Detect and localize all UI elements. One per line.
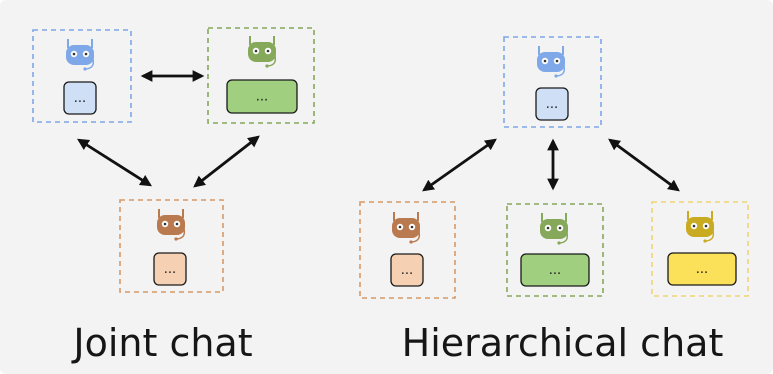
yellow-agent-frame (651, 201, 749, 297)
message-box (63, 81, 97, 115)
message-ellipsis: ... (256, 90, 268, 105)
blue-agent-frame (503, 36, 602, 128)
robot-icon (66, 39, 95, 71)
robot-icon (537, 46, 566, 78)
robot-icon (392, 212, 421, 244)
agent-h-yellow: ... (651, 201, 749, 297)
blue-agent-frame (32, 29, 132, 123)
agent-j-green: ... (207, 27, 315, 124)
robot-icon (157, 209, 186, 241)
message-ellipsis: ... (74, 91, 86, 106)
robot-icon (686, 211, 715, 243)
green-agent-frame (207, 27, 315, 124)
message-box (535, 87, 569, 121)
agent-j-blue: ... (32, 29, 132, 123)
agent-j-orange: ... (119, 199, 224, 293)
message-ellipsis: ... (696, 262, 708, 277)
arrow-hub-orange (422, 138, 497, 192)
agent-h-blue: ... (503, 36, 602, 128)
message-box (390, 253, 424, 287)
green-agent-frame (506, 203, 604, 297)
joint-chat-caption: Joint chat (73, 321, 253, 365)
message-ellipsis: ... (164, 262, 176, 277)
agent-h-green: ... (506, 203, 604, 297)
message-box (520, 253, 590, 287)
message-box (153, 252, 187, 286)
arrow-blue-orange (77, 138, 152, 187)
orange-agent-frame (119, 199, 224, 293)
message-ellipsis: ... (549, 263, 561, 278)
arrow-hub-yellow (608, 138, 680, 192)
hierarchical-chat-caption: Hierarchical chat (401, 321, 724, 365)
orange-agent-frame (359, 201, 456, 299)
message-box (667, 252, 737, 286)
message-ellipsis: ... (401, 263, 413, 278)
arrow-green-orange (193, 135, 260, 188)
agent-h-orange: ... (359, 201, 456, 299)
message-ellipsis: ... (546, 97, 558, 112)
robot-icon (540, 213, 569, 245)
message-box (226, 79, 298, 114)
robot-icon (248, 36, 277, 68)
